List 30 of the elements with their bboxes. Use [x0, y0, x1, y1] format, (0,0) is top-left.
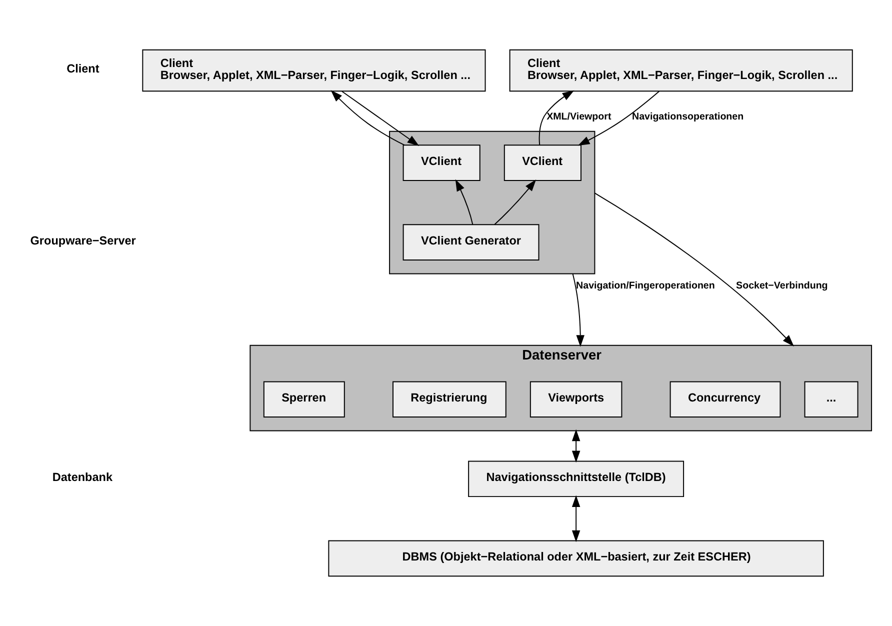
arrow — [538, 90, 574, 146]
edge-label: Navigationsoperationen — [632, 112, 744, 123]
node-box: Sperren — [263, 381, 345, 418]
edge-label: Navigation/Fingeroperationen — [576, 280, 715, 292]
node-box: Viewports — [530, 381, 622, 418]
node-box: VClient Generator — [402, 224, 540, 260]
node-box: Registrierung — [392, 381, 506, 418]
arrow — [572, 273, 584, 347]
arrow — [594, 192, 794, 346]
label: Client — [66, 62, 100, 76]
node-box: DBMS (Objekt−Relational oder XML−basiert, zur Zeit ESCHER) — [328, 540, 824, 577]
arrow — [494, 179, 536, 226]
node-box: Concurrency — [670, 381, 781, 418]
node-box: Client Browser, Applet, XML−Parser, Finger−Logik, Scrollen ... — [142, 49, 486, 92]
arrow — [578, 90, 660, 146]
arrow — [455, 179, 474, 226]
arrow — [572, 429, 580, 463]
node-box: VClient — [504, 144, 582, 181]
node-box: Client Browser, Applet, XML−Parser, Finger−Logik, Scrollen ... — [509, 49, 853, 92]
arrow — [330, 90, 405, 146]
edge-label: XML/Viewport — [546, 112, 612, 123]
arrow — [342, 90, 420, 146]
node-box: Navigationsschnittstelle (TclDB) — [468, 460, 684, 498]
label: Groupware−Server — [30, 234, 136, 248]
edge-label: Socket−Verbindung — [736, 280, 828, 292]
arrow — [572, 495, 580, 542]
node-box: VClient — [402, 144, 480, 181]
node-box: ... — [804, 381, 858, 418]
cluster — [389, 130, 596, 274]
label: Datenbank — [52, 470, 113, 484]
